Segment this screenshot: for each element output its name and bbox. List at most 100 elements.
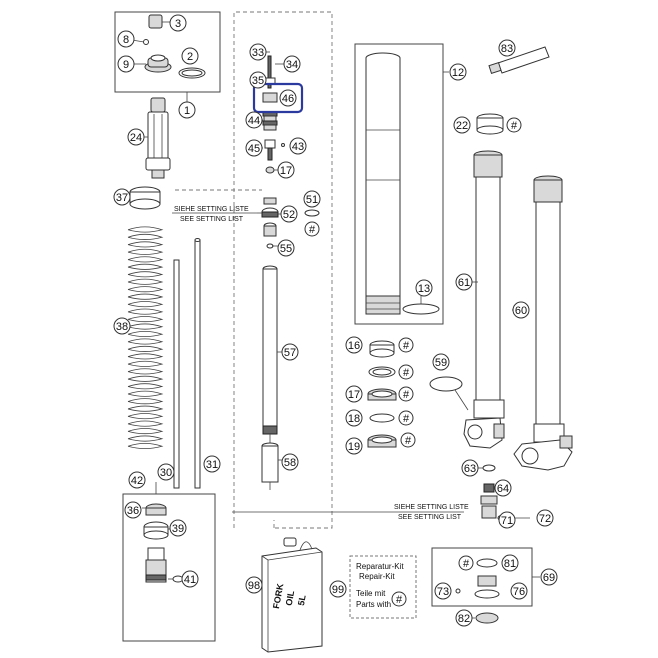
part-number-64: 64 [497,483,509,495]
spring-coil [127,301,164,308]
hash-bubble [398,386,414,402]
fork-oil-line3: 5L [296,594,308,607]
part-number-83: 83 [501,43,513,55]
part-number-2: 2 [187,51,193,63]
highlight-box [252,82,304,114]
part-bubble-76 [510,582,528,600]
setting-list-de-lower: SIEHE SETTING LISTE [394,504,469,511]
repair-kit-en: Repair-Kit [359,572,395,581]
part-bubble-19 [345,437,363,455]
spring-coil [127,375,164,382]
spring-coil [127,368,164,375]
part-bubble-52 [280,205,298,223]
part-bubble-42 [128,471,146,489]
part-number-37: 37 [116,192,128,204]
setting-list-note-lower: SIEHE SETTING LISTE SEE SETTING LIST [394,504,469,521]
hash-bubble [506,117,522,133]
part-bubble-58 [281,453,299,471]
part-number-73: 73 [437,586,449,598]
part-bubble-71 [498,511,516,529]
setting-list-en-lower: SEE SETTING LIST [398,514,462,521]
part-bubble-24 [127,128,145,146]
hash-bubble [398,410,414,426]
repair-kit-hash: # [396,594,403,606]
spring-coil [127,226,164,233]
part-bubble-72 [536,509,554,527]
part-number-51: 51 [306,194,318,206]
seal-set [367,340,397,448]
setting-list-en-upper: SEE SETTING LIST [180,216,244,223]
repair-kit-de: Reparatur-Kit [356,562,404,571]
part-bubble-41 [181,570,199,588]
part-bubble-57 [281,343,299,361]
fork-spring [127,226,164,450]
repair-kit-parts-en: Parts with [356,600,391,609]
hash-bubble [398,364,414,380]
part-bubble-46 [279,89,297,107]
cartridge-tube [261,265,279,490]
spring-coil [127,248,164,255]
repair-kit-card [349,555,417,619]
part-bubble-45 [245,139,263,157]
spring-coil [127,338,164,345]
part-bubble-9 [117,55,135,73]
part-number-9: 9 [123,59,129,71]
part-number-98: 98 [248,580,260,592]
part-bubble-2 [181,47,199,65]
part-number-69: 69 [543,572,555,584]
part-number-3: 3 [175,18,181,30]
part-number-99: 99 [332,584,344,596]
spacer-part [129,186,161,210]
spring-coil [127,263,164,270]
dashed-frame [175,11,333,529]
cap-assembly-box [114,11,221,93]
spring-coil [127,398,164,405]
spring-coil [127,443,164,450]
spring-coil [127,413,164,420]
part-number-60: 60 [515,305,527,317]
part-bubble-63 [461,459,479,477]
part-bubble-18 [345,409,363,427]
spring-coil [127,345,164,352]
part-bubble-3 [169,14,187,32]
part-bubble-12 [449,63,467,81]
part-number-44: 44 [248,115,260,127]
part-bubble-73 [434,582,452,600]
hash-symbol: # [403,413,410,425]
part-number-22: 22 [456,120,468,132]
outer-tube-box [354,43,444,325]
rods [173,238,201,489]
hash-bubble [398,337,414,353]
spring-coil [127,241,164,248]
hash-symbol: # [463,558,470,570]
part-number-35: 35 [252,75,264,87]
part-82 [475,612,499,624]
part-bubble-83 [498,39,516,57]
part-number-1: 1 [184,105,190,117]
part-bubble-64 [494,479,512,497]
part-number-58: 58 [284,457,296,469]
setting-list-note-upper: SIEHE SETTING LISTE SEE SETTING LIST [172,206,262,223]
cartridge-top-part [145,97,171,179]
part-number-43: 43 [292,141,304,153]
part-number-16: 16 [348,340,360,352]
part-number-42: 42 [131,475,143,487]
part-bubble-34 [283,55,301,73]
part-bubble-44 [245,111,263,129]
part-bubble-1 [178,101,196,119]
hash-bubble [304,221,320,237]
spring-coil [127,256,164,263]
part-bubble-30 [157,463,175,481]
spring-coil [127,331,164,338]
hash-bubbles: ######## [304,117,522,571]
part-number-17b: 17 [348,389,360,401]
part-bubble-82 [455,609,473,627]
damper-rod-parts [261,55,320,249]
spring-coil [127,308,164,315]
part-number-18: 18 [348,413,360,425]
hash-symbol: # [403,367,410,379]
hash-symbol: # [403,340,410,352]
part-number-72: 72 [539,513,551,525]
spring-coil [127,353,164,360]
